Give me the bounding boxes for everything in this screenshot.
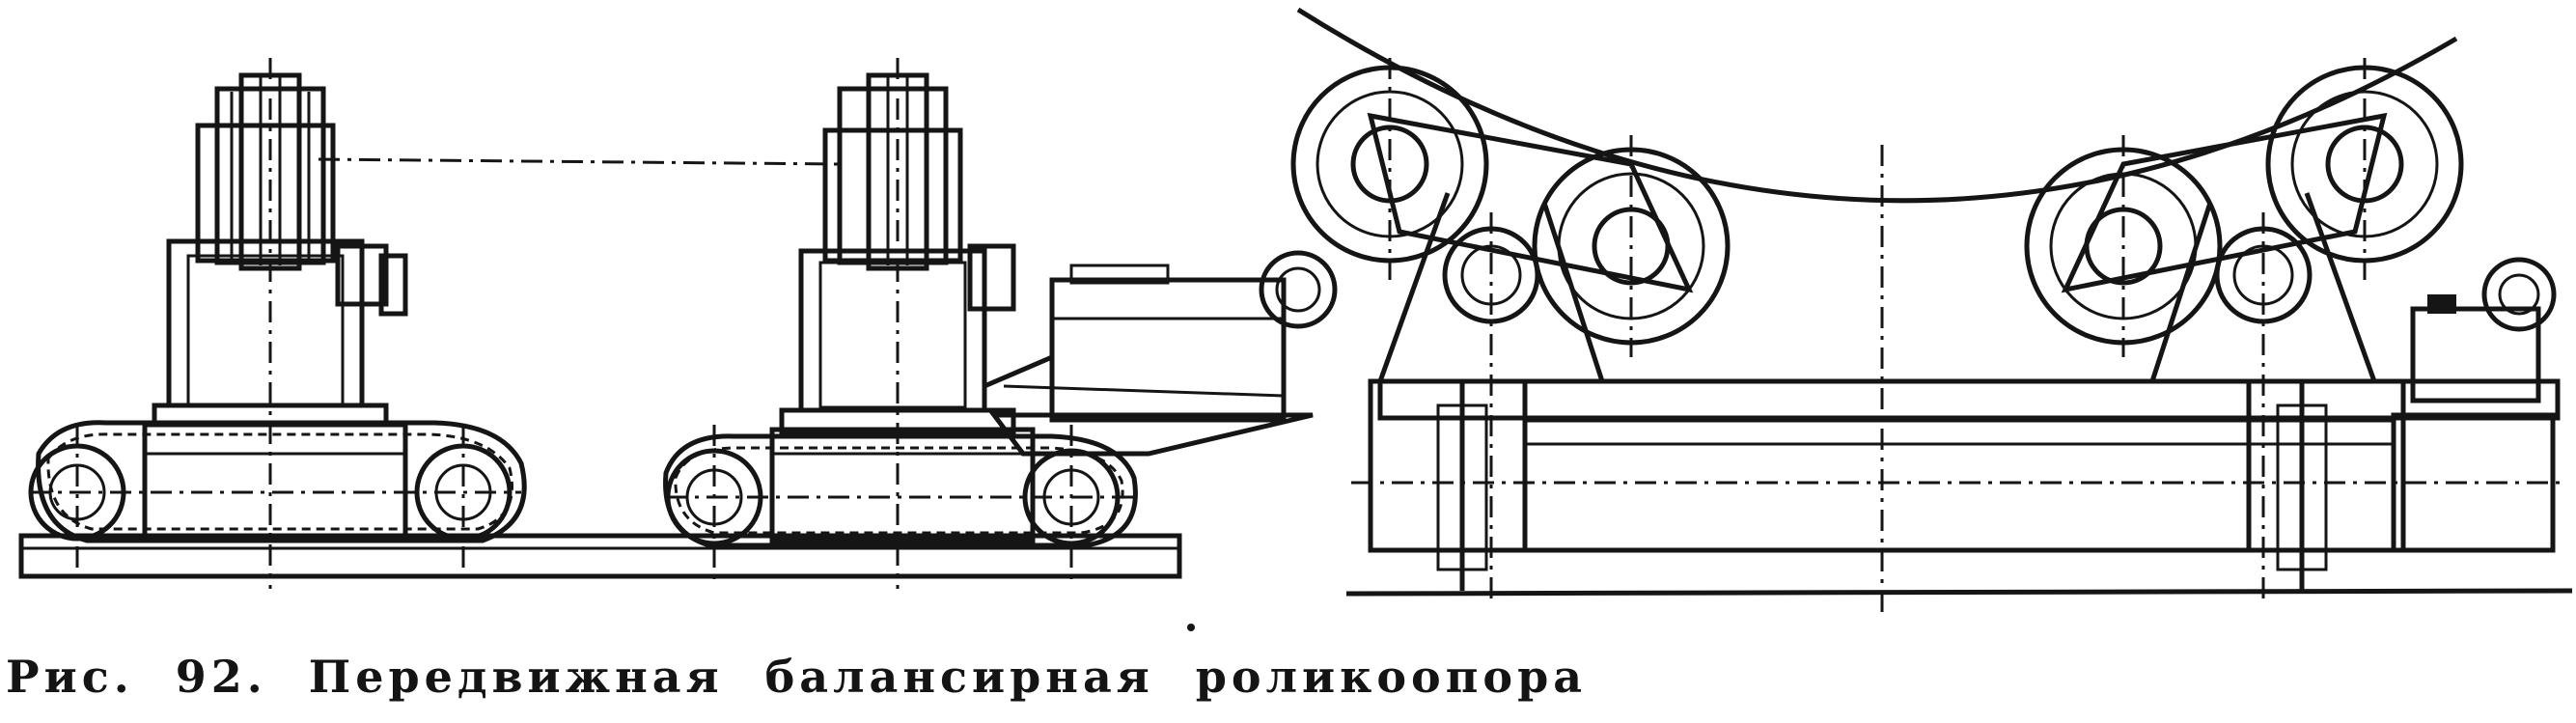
drive-support-side-view	[663, 58, 1338, 589]
figure-caption: Рис. 92. Передвижная балансирная роликоо…	[6, 651, 1588, 703]
balancer-front-view	[1290, 7, 2573, 618]
left-support-side-view	[18, 58, 1182, 589]
dot-mark	[1187, 624, 1195, 631]
